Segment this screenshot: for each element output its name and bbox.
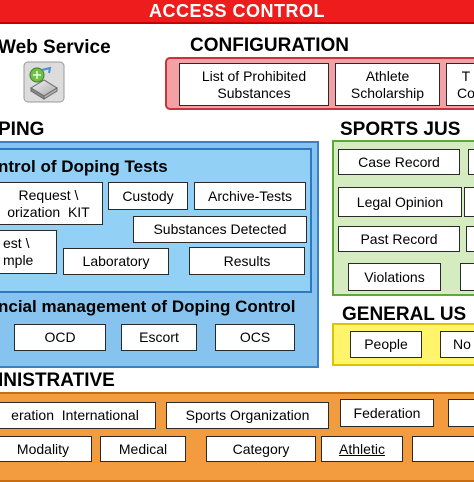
ocs-button[interactable]: OCS <box>215 324 295 351</box>
request-authorization-kit-button[interactable]: Request \ orization KIT <box>0 182 103 225</box>
people-button[interactable]: People <box>350 331 422 358</box>
athlete-scholarship-button[interactable]: Athlete Scholarship <box>335 63 440 106</box>
violations-button[interactable]: Violations <box>348 263 441 291</box>
test-sample-button[interactable]: est \ mple <box>0 230 57 274</box>
past-record-button[interactable]: Past Record <box>338 226 460 252</box>
results-button[interactable]: Results <box>189 247 305 275</box>
doping-heading: PING <box>0 119 45 140</box>
custody-button[interactable]: Custody <box>108 182 188 210</box>
configuration-heading: CONFIGURATION <box>190 35 350 56</box>
category-button[interactable]: Category <box>206 436 316 462</box>
administrative-cut-button[interactable] <box>448 399 474 427</box>
federation-button[interactable]: Federation <box>340 399 434 427</box>
substances-detected-button[interactable]: Substances Detected <box>133 216 307 243</box>
archive-tests-button[interactable]: Archive-Tests <box>194 182 306 210</box>
access-control-banner: ACCESS CONTROL <box>0 0 474 24</box>
config-item-cut-button[interactable]: T Co <box>446 63 474 106</box>
modality-button[interactable]: Modality <box>0 436 92 462</box>
sports-organization-button[interactable]: Sports Organization <box>166 402 329 429</box>
web-service-label: Web Service <box>0 37 111 58</box>
laboratory-button[interactable]: Laboratory <box>63 248 169 275</box>
athletic-button[interactable]: Athletic <box>321 436 403 462</box>
case-record-button[interactable]: Case Record <box>338 149 460 175</box>
financial-management-heading: ncial management of Doping Control <box>0 297 296 316</box>
general-cut-button[interactable]: No <box>440 331 474 358</box>
sports-justice-cut-button-1[interactable] <box>468 149 474 175</box>
general-use-heading: GENERAL US <box>342 304 467 325</box>
escort-button[interactable]: Escort <box>121 324 197 351</box>
sports-justice-cut-button-2[interactable] <box>464 187 474 217</box>
administrative-heading: INISTRATIVE <box>0 370 115 391</box>
legal-opinion-button[interactable]: Legal Opinion <box>338 187 462 217</box>
doping-tests-heading: ntrol of Doping Tests <box>0 157 168 176</box>
sports-justice-cut-button-4[interactable] <box>460 263 474 291</box>
sports-justice-cut-button-3[interactable] <box>466 226 474 252</box>
medical-button[interactable]: Medical <box>100 436 186 462</box>
sports-justice-heading: SPORTS JUS <box>340 119 461 140</box>
web-service-icon[interactable] <box>22 60 66 104</box>
administrative-cut-button-2[interactable] <box>412 436 474 462</box>
prohibited-substances-button[interactable]: List of Prohibited Substances <box>179 63 329 106</box>
ocd-button[interactable]: OCD <box>14 324 106 351</box>
federation-international-button[interactable]: eration International <box>0 402 156 429</box>
